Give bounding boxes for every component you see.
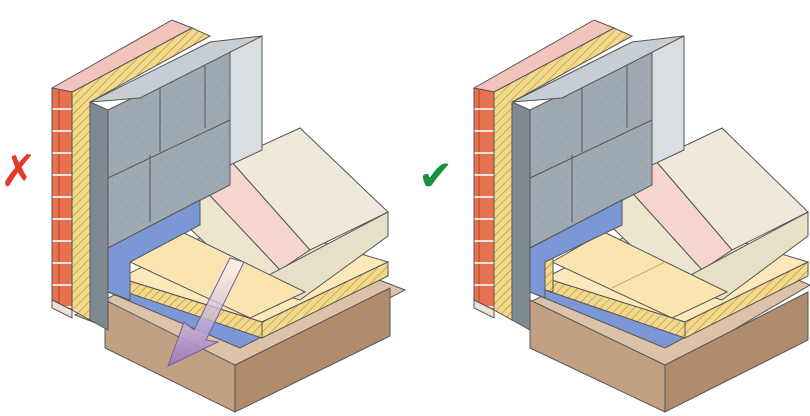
block-wall-top <box>511 35 685 103</box>
brick-front <box>473 87 495 311</box>
block-wall-side <box>511 101 531 331</box>
brick-front <box>51 87 73 311</box>
membrane-wall <box>529 199 623 299</box>
correct-mark-icon: ✔ <box>418 151 454 200</box>
block-wall-side <box>89 101 109 331</box>
membrane-wall <box>107 199 201 301</box>
panel-incorrect <box>50 19 407 413</box>
brick-lower <box>473 299 495 319</box>
brick-lower <box>51 299 73 319</box>
block-wall-right <box>229 35 263 166</box>
incorrect-mark-icon: ✗ <box>0 146 37 197</box>
slab-side <box>234 287 391 413</box>
block-wall-top <box>89 35 263 103</box>
thermal-bridge-arrow <box>167 257 245 367</box>
slab-side <box>664 291 809 413</box>
block-wall-right <box>651 35 685 166</box>
panel-correct <box>472 19 810 413</box>
